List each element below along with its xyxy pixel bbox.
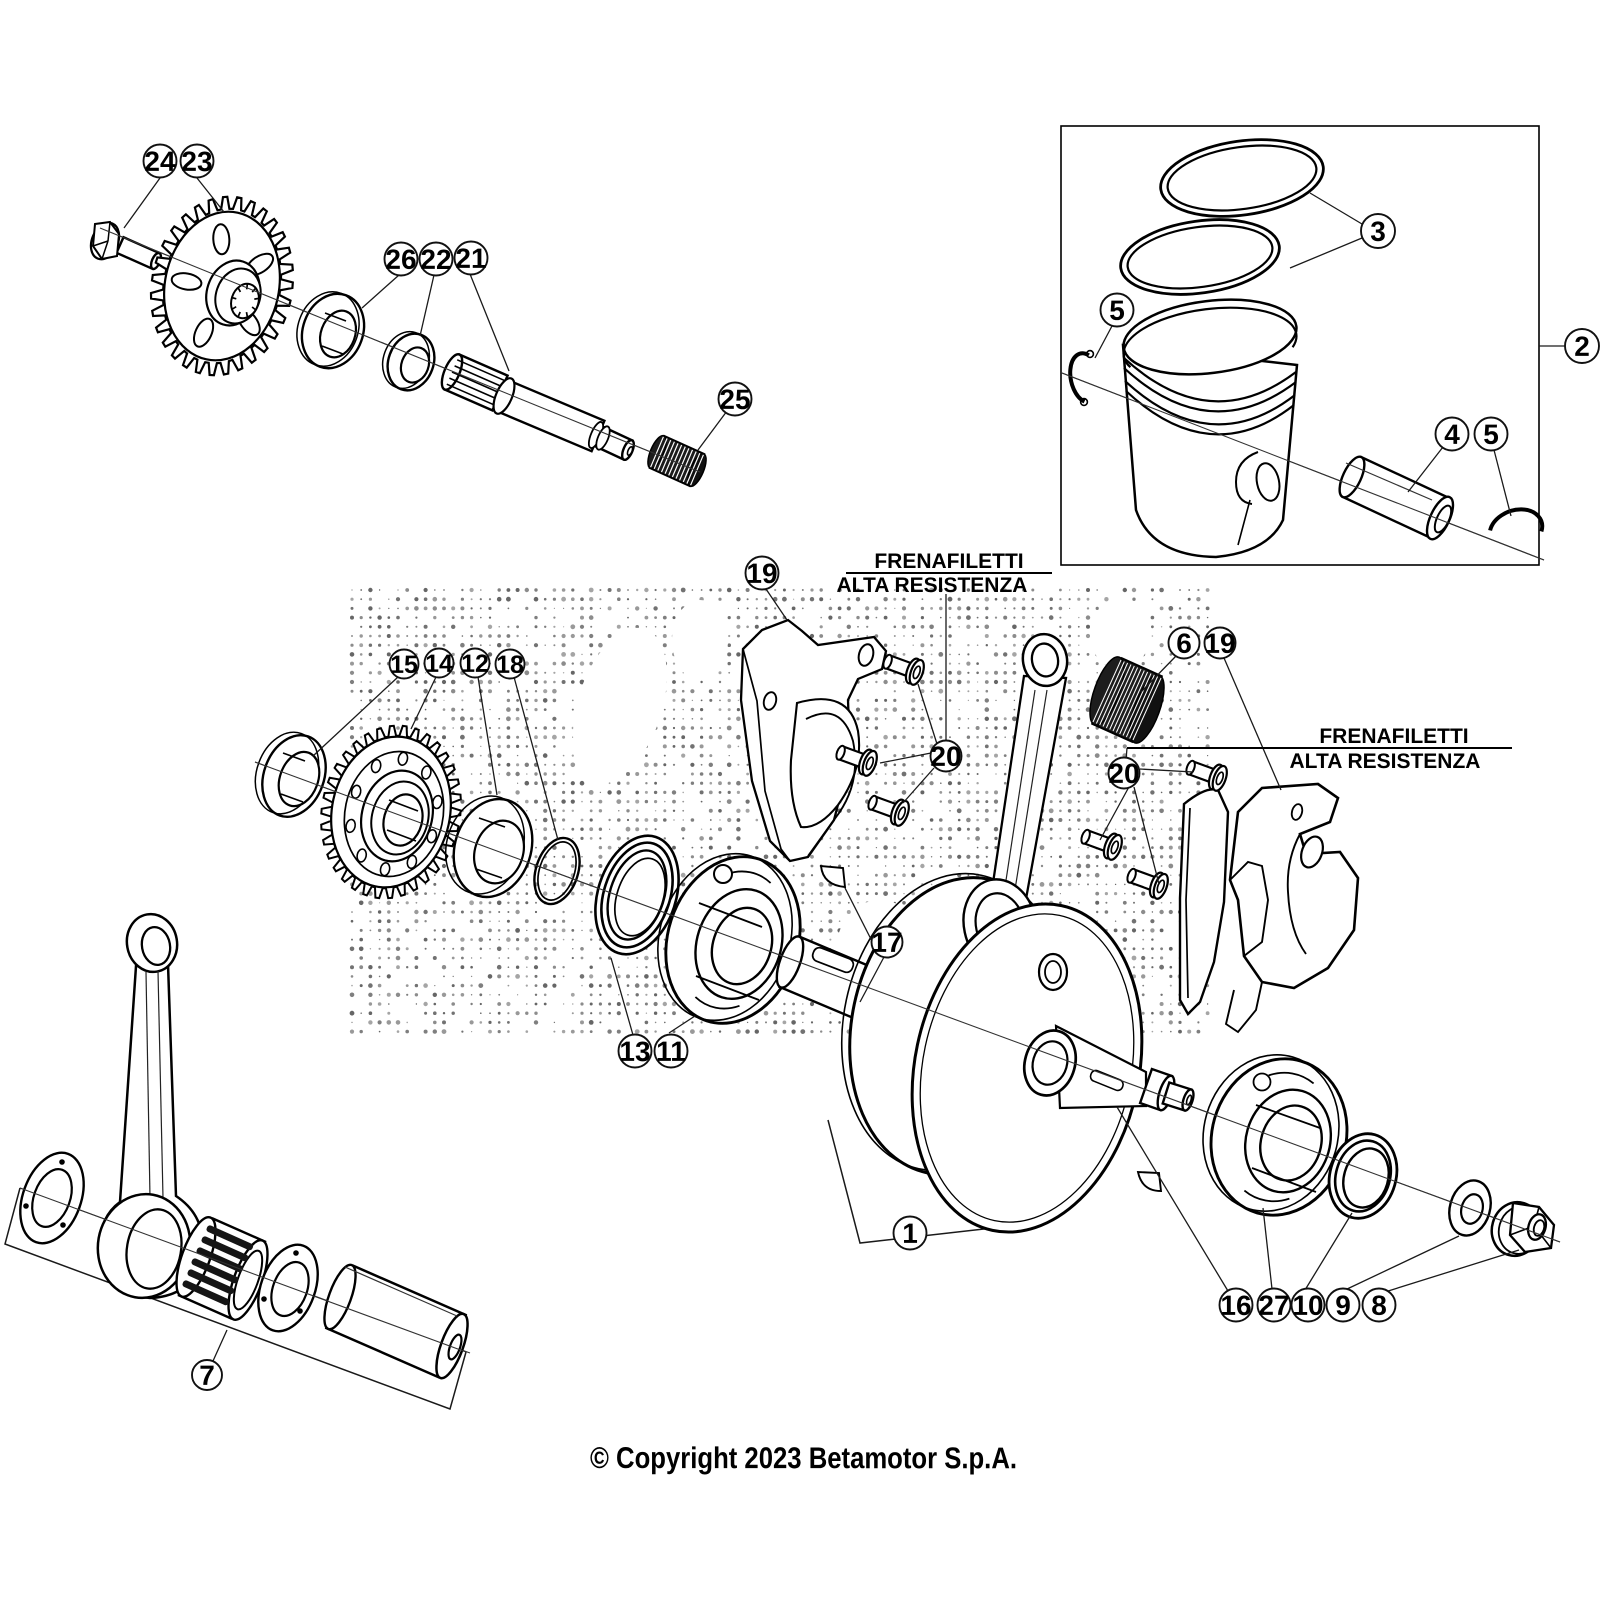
svg-text:27: 27 bbox=[1258, 1290, 1289, 1321]
svg-text:14: 14 bbox=[425, 650, 453, 678]
svg-text:22: 22 bbox=[420, 244, 451, 275]
svg-text:20: 20 bbox=[930, 741, 961, 772]
svg-text:11: 11 bbox=[656, 1036, 686, 1067]
svg-text:ALTA RESISTENZA: ALTA RESISTENZA bbox=[837, 574, 1028, 597]
svg-text:2: 2 bbox=[1574, 331, 1590, 362]
svg-text:17: 17 bbox=[871, 927, 902, 958]
svg-text:6: 6 bbox=[1176, 628, 1192, 659]
svg-text:20: 20 bbox=[1108, 758, 1139, 789]
svg-text:5: 5 bbox=[1483, 419, 1499, 450]
svg-text:10: 10 bbox=[1292, 1290, 1323, 1321]
svg-text:© Copyright 2023 Betamotor S.p: © Copyright 2023 Betamotor S.p.A. bbox=[590, 1442, 1017, 1475]
svg-text:25: 25 bbox=[719, 384, 750, 415]
svg-text:18: 18 bbox=[496, 651, 524, 679]
svg-text:1: 1 bbox=[902, 1218, 918, 1249]
svg-text:ALTA RESISTENZA: ALTA RESISTENZA bbox=[1290, 750, 1481, 773]
svg-text:21: 21 bbox=[455, 243, 486, 274]
svg-text:12: 12 bbox=[461, 650, 489, 678]
svg-text:5: 5 bbox=[1109, 295, 1125, 326]
svg-text:4: 4 bbox=[1444, 419, 1460, 450]
svg-text:7: 7 bbox=[199, 1360, 215, 1391]
svg-text:24: 24 bbox=[144, 146, 176, 177]
svg-text:15: 15 bbox=[390, 651, 418, 679]
svg-text:23: 23 bbox=[181, 146, 212, 177]
svg-text:FRENAFILETTI: FRENAFILETTI bbox=[1319, 725, 1468, 748]
svg-text:26: 26 bbox=[385, 244, 416, 275]
svg-text:3: 3 bbox=[1370, 216, 1386, 247]
svg-text:9: 9 bbox=[1335, 1290, 1351, 1321]
svg-text:FRENAFILETTI: FRENAFILETTI bbox=[874, 550, 1023, 573]
svg-text:19: 19 bbox=[746, 558, 777, 589]
svg-text:16: 16 bbox=[1220, 1290, 1251, 1321]
svg-text:19: 19 bbox=[1204, 628, 1235, 659]
svg-text:13: 13 bbox=[619, 1036, 650, 1067]
svg-text:8: 8 bbox=[1371, 1290, 1387, 1321]
